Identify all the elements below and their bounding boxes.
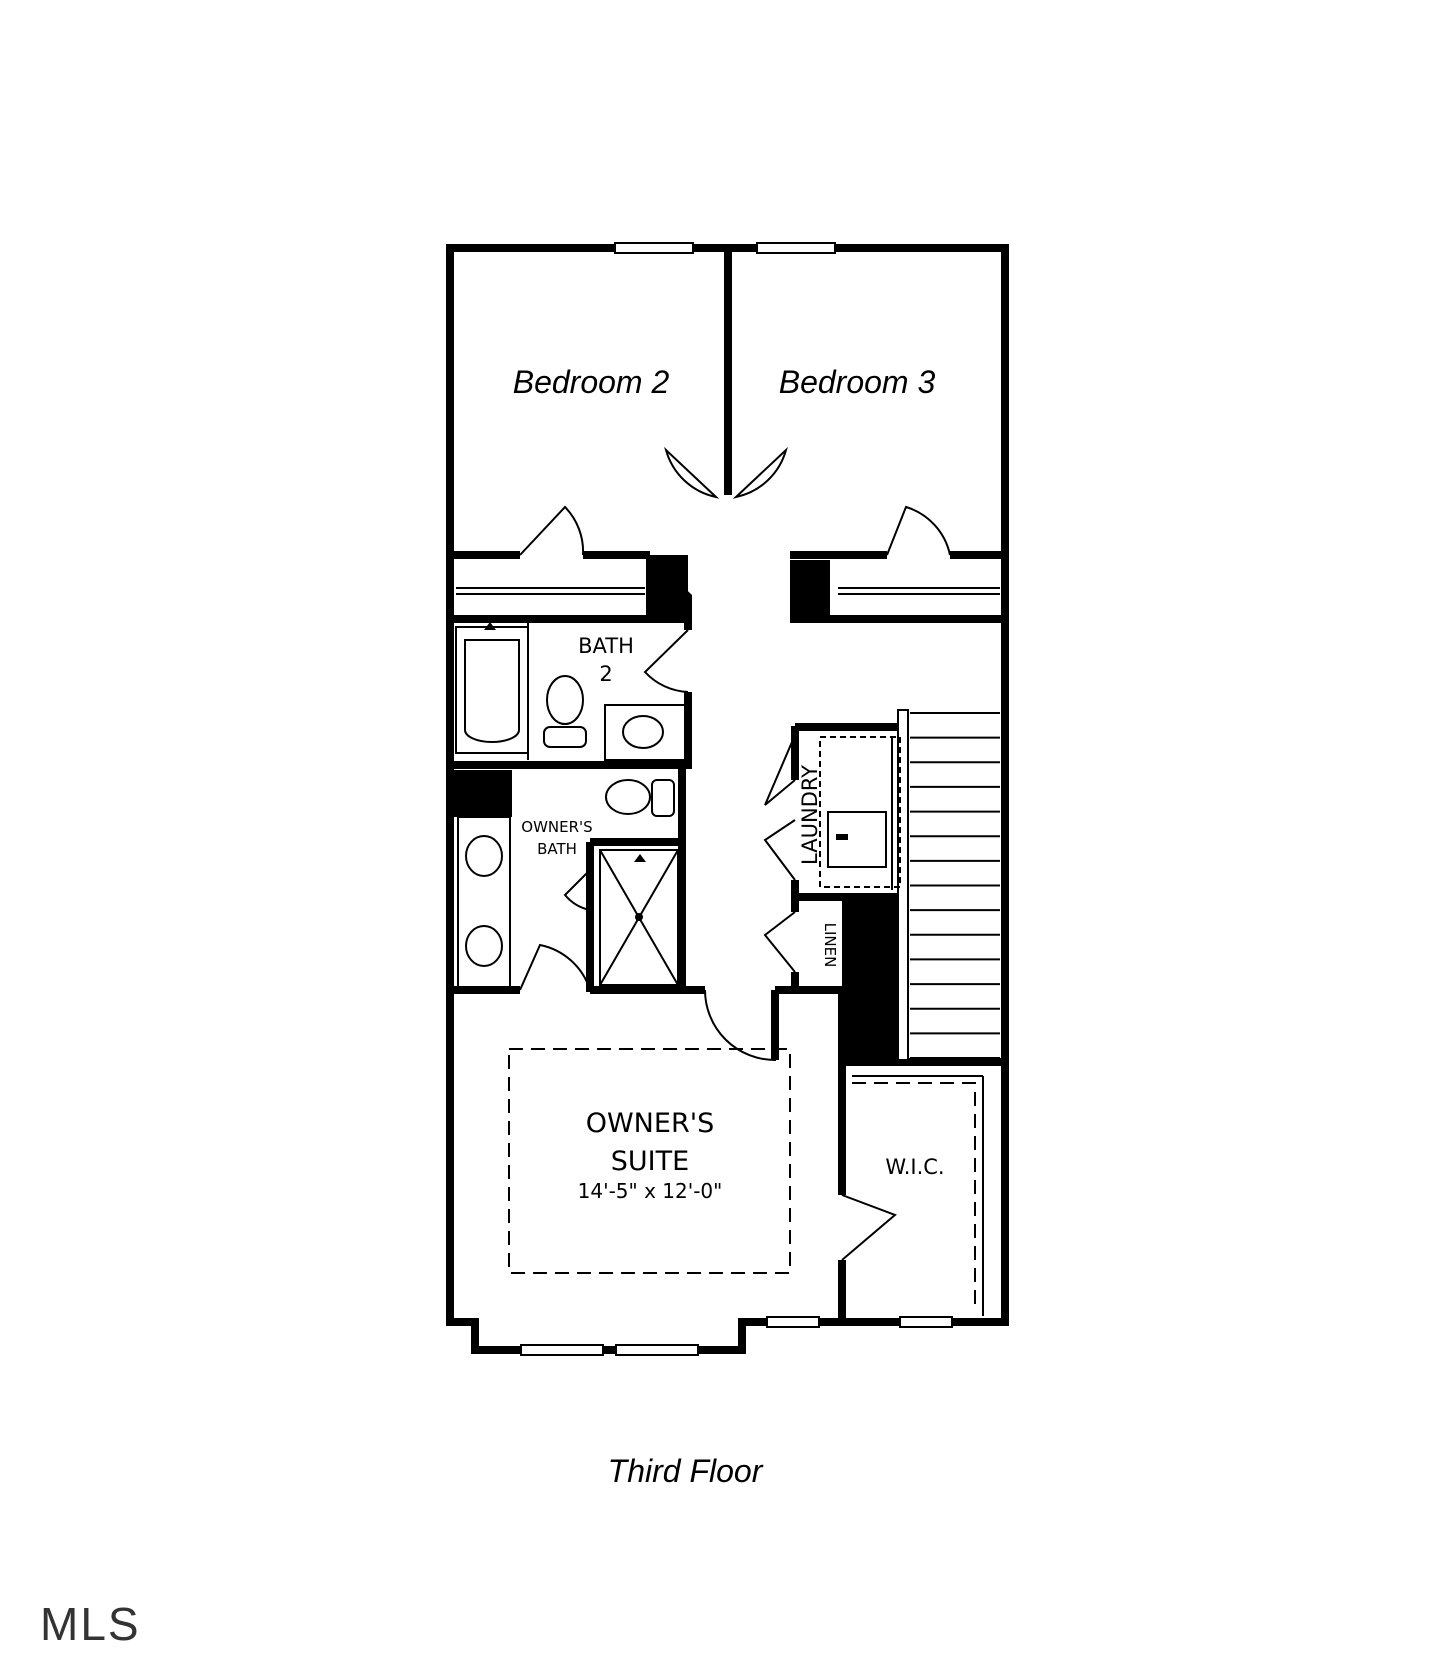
bath-2-label-line1: BATH	[578, 634, 634, 658]
bath-2-label-line2: 2	[599, 662, 612, 686]
bedroom-3-label: Bedroom 3	[779, 364, 936, 400]
owners-suite-label-line1: OWNER'S	[586, 1108, 715, 1139]
stair-rail	[897, 709, 909, 1061]
solid-blocks	[450, 555, 904, 1060]
owners-suite-label-line2: SUITE	[611, 1146, 689, 1177]
fixtures	[455, 622, 984, 1316]
owners-suite-dims: 14'-5" x 12'-0"	[578, 1179, 723, 1203]
bedroom-2-label: Bedroom 2	[513, 364, 670, 400]
stairs	[897, 709, 1000, 1061]
windows	[520, 242, 953, 1356]
owners-bath-label-line2: BATH	[537, 840, 577, 858]
laundry-label: LAUNDRY	[798, 765, 822, 865]
mls-watermark: MLS	[40, 1598, 141, 1650]
floor-title: Third Floor	[608, 1453, 764, 1489]
linen-label: LINEN	[821, 923, 839, 968]
owners-bath-label-line1: OWNER'S	[521, 818, 592, 836]
wic-label: W.I.C.	[885, 1155, 944, 1179]
labels: Bedroom 2 Bedroom 3 BATH 2 OWNER'S BATH …	[40, 364, 945, 1650]
doors	[519, 446, 951, 1261]
